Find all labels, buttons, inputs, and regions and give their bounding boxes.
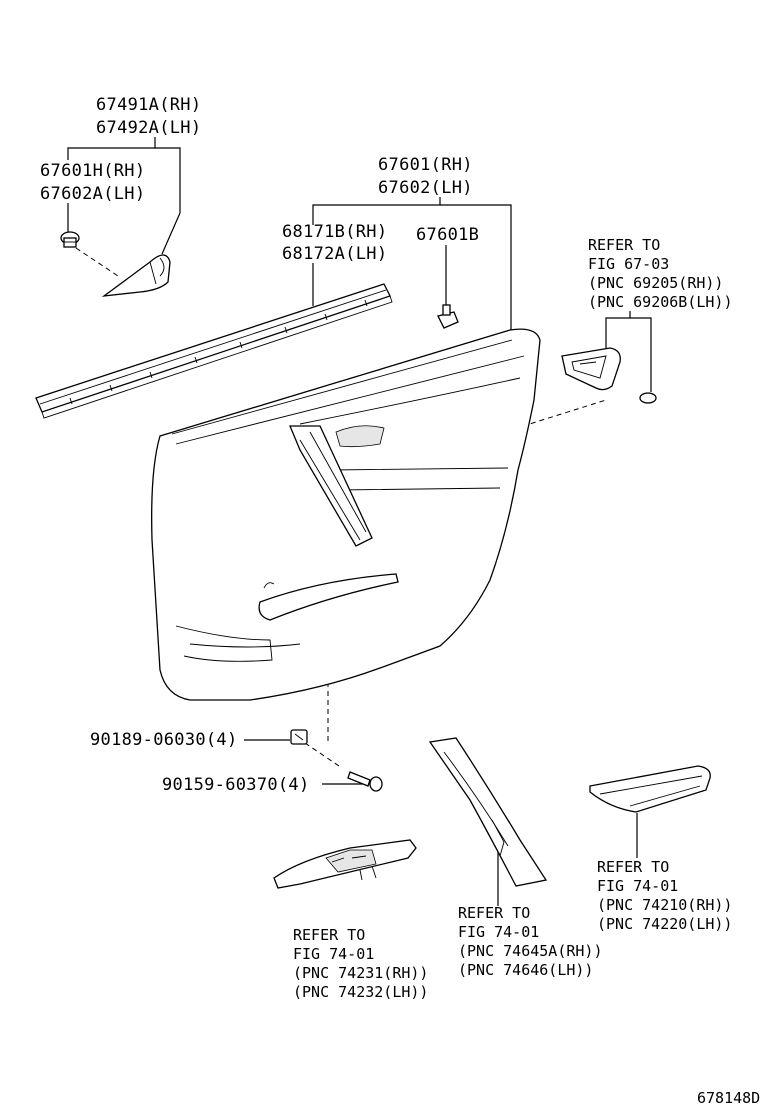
dash-trim-clip [75,247,119,277]
callout-door-panel-line-1: 67601(RH) [378,155,473,175]
callout-armrest-ref: REFER TO FIG 74-01 (PNC 74645A(RH)) (PNC… [458,904,603,979]
weatherstrip-part [35,283,393,419]
upper-garnish-part [589,765,711,813]
callout-handle-ref: REFER TO FIG 67-03 (PNC 69205(RH)) (PNC … [588,236,733,311]
callout-switch-ref-line-3: (PNC 74231(RH)) [293,964,428,982]
panel-clip-part [437,304,459,329]
callout-switch-ref-line-4: (PNC 74232(LH)) [293,983,428,1001]
callout-door-panel-line-2: 67602(LH) [378,178,473,198]
leader-door-panel [440,204,512,333]
leader-trim-cover [155,147,181,255]
callout-armrest-ref-line-3: (PNC 74645A(RH)) [458,942,603,960]
callout-handle-ref-line-1: REFER TO [588,236,660,254]
callout-panel-clip: 67601B [416,225,479,245]
nut-part [290,729,308,745]
callout-weatherstrip: 68171B(RH) 68172A(LH) [282,222,387,264]
callout-switch-ref-line-1: REFER TO [293,926,365,944]
callout-trim-cover: 67491A(RH) 67492A(LH) [96,95,201,138]
leader-lines [67,137,652,906]
leader-handle-ref-bracket [605,311,631,352]
screw-part [347,771,383,792]
callout-trim-clip: 67601H(RH) 67602A(LH) [40,161,145,204]
inside-handle-part [561,347,657,404]
dash-nut-screw [304,742,343,769]
trim-cover-part [101,254,171,297]
callout-switch-ref-line-2: FIG 74-01 [293,945,374,963]
callout-upper-ref-line-1: REFER TO [597,858,669,876]
switch-base-part [273,839,417,889]
callout-armrest-ref-line-4: (PNC 74646(LH)) [458,961,593,979]
callout-upper-ref-line-2: FIG 74-01 [597,877,678,895]
trim-clip-part [60,231,80,248]
callout-weatherstrip-line-1: 68171B(RH) [282,222,387,242]
armrest-garnish-part [428,737,548,887]
callout-weatherstrip-line-2: 68172A(LH) [282,244,387,264]
callout-trim-cover-line-2: 67492A(LH) [96,118,201,138]
callout-trim-cover-line-1: 67491A(RH) [96,95,201,115]
callout-upper-ref-line-4: (PNC 74220(LH)) [597,915,732,933]
leader-door-panel-bracket [312,197,441,225]
leader-trim-cover-bracket [67,137,156,160]
door-panel-part [151,328,541,701]
callout-door-panel: 67601(RH) 67602(LH) [378,155,473,198]
callout-armrest-ref-line-2: FIG 74-01 [458,923,539,941]
callout-upper-ref-line-3: (PNC 74210(RH)) [597,896,732,914]
callout-upper-ref: REFER TO FIG 74-01 (PNC 74210(RH)) (PNC … [597,858,732,933]
diagram-id: 678148D [697,1089,760,1107]
callout-screw: 90159-60370(4) [162,775,310,795]
callout-nut: 90189-06030(4) [90,730,238,750]
callout-handle-ref-line-3: (PNC 69205(RH)) [588,274,723,292]
callout-trim-clip-line-1: 67601H(RH) [40,161,145,181]
callout-handle-ref-line-4: (PNC 69206B(LH)) [588,293,733,311]
callout-switch-ref: REFER TO FIG 74-01 (PNC 74231(RH)) (PNC … [293,926,428,1001]
callout-armrest-ref-line-1: REFER TO [458,904,530,922]
callout-handle-ref-line-2: FIG 67-03 [588,255,669,273]
callout-trim-clip-line-2: 67602A(LH) [40,184,145,204]
leader-handle-ref [630,317,652,392]
